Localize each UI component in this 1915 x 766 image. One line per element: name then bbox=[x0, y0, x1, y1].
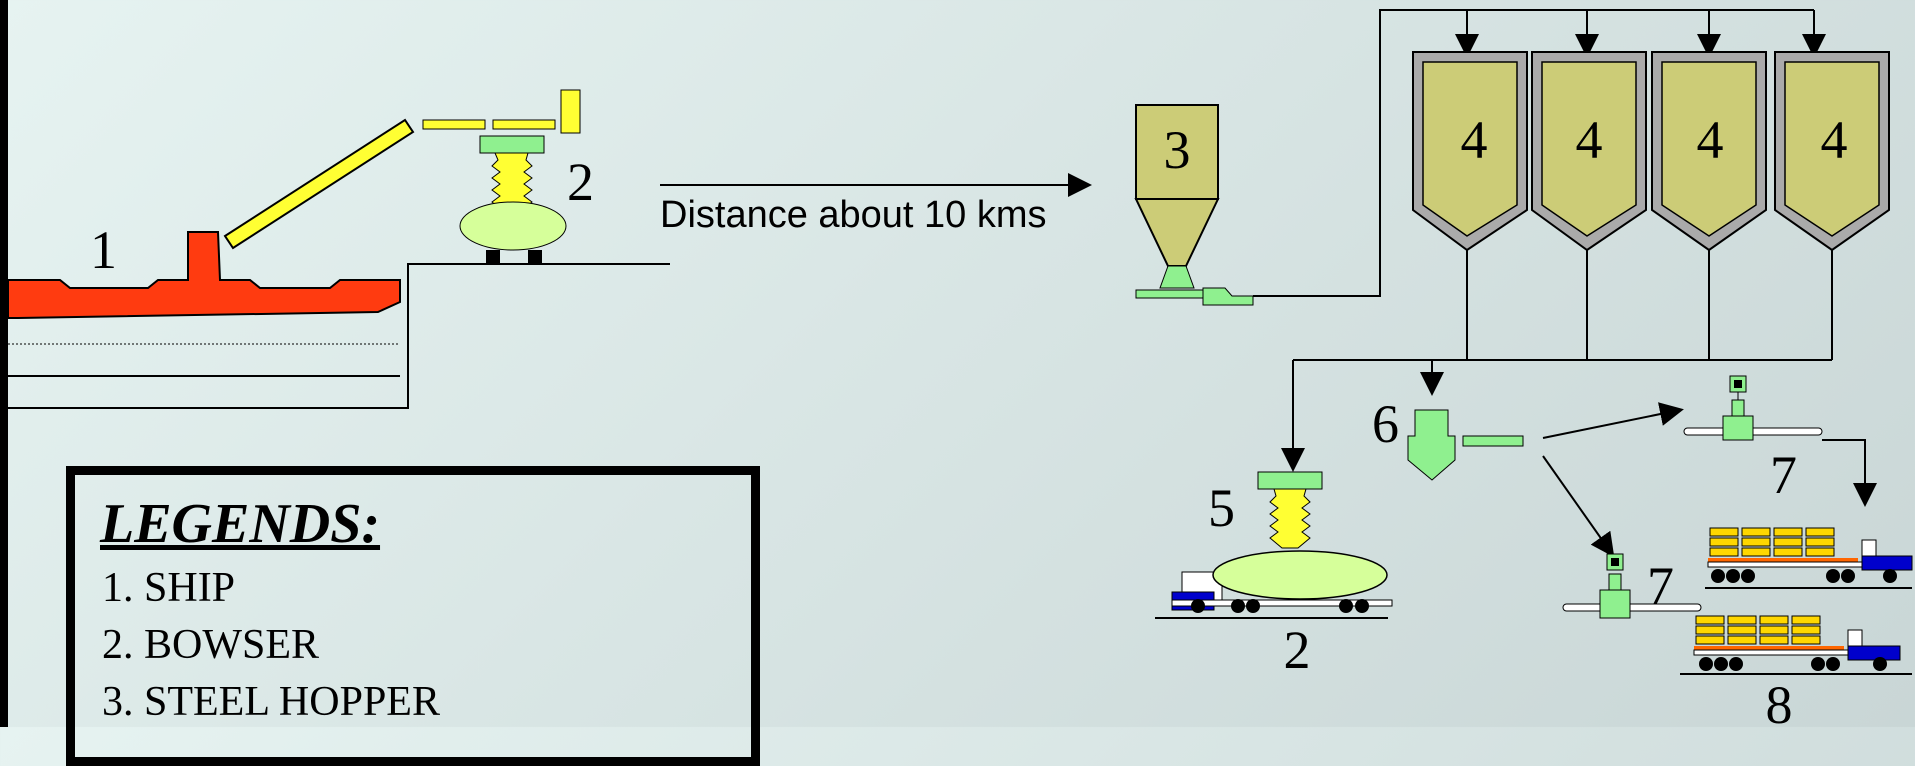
conveyor-bottom bbox=[1562, 553, 1702, 619]
route-arrow-bottom bbox=[1542, 455, 1615, 558]
feed-pipe bbox=[1253, 9, 1814, 297]
bowser-wheel bbox=[486, 250, 500, 264]
bowser-tank bbox=[459, 201, 567, 251]
label-silo-4: 4 bbox=[1821, 110, 1848, 170]
truck-top bbox=[1705, 527, 1913, 589]
chute-end bbox=[560, 89, 581, 134]
label-conveyor-bottom: 7 bbox=[1647, 556, 1674, 616]
bowser-bottom bbox=[1155, 471, 1393, 619]
hopper-pump bbox=[1202, 287, 1254, 306]
legend-item-bowser: 2. BOWSER bbox=[102, 622, 320, 668]
legend-item-steel-hopper: 3. STEEL HOPPER bbox=[102, 679, 440, 725]
label-ship: 1 bbox=[90, 220, 117, 280]
hopper-feeder bbox=[1135, 289, 1206, 299]
label-conveyor-top: 7 bbox=[1770, 445, 1797, 505]
label-bowser-top: 2 bbox=[567, 152, 594, 212]
legend-title: LEGENDS: bbox=[100, 493, 381, 555]
left-edge-bar bbox=[0, 0, 8, 727]
ship-hull bbox=[7, 231, 401, 319]
label-trucks: 8 bbox=[1766, 675, 1793, 727]
label-silo-1: 4 bbox=[1461, 110, 1488, 170]
label-steel-hopper: 3 bbox=[1164, 120, 1191, 180]
ship-boom bbox=[223, 118, 415, 250]
hopper-cone bbox=[1134, 198, 1220, 267]
label-loader: 5 bbox=[1208, 478, 1235, 538]
process-diagram: 1 2 3 4 4 4 4 5 6 7 7 2 8 bbox=[7, 9, 1913, 727]
label-bowser-bottom: 2 bbox=[1284, 620, 1311, 680]
silo bbox=[1531, 51, 1647, 252]
label-silo-3: 4 bbox=[1697, 110, 1724, 170]
silo bbox=[1774, 51, 1890, 252]
label-silo-2: 4 bbox=[1576, 110, 1603, 170]
silo bbox=[1651, 51, 1767, 252]
distance-label: Distance about 10 kms bbox=[660, 194, 1047, 236]
hopper-outlet bbox=[1159, 265, 1195, 289]
silo bbox=[1412, 51, 1528, 252]
truck-bottom bbox=[1680, 615, 1912, 675]
truck-feed-arrow bbox=[1822, 439, 1877, 507]
discharge-pipes bbox=[1293, 250, 1833, 361]
loader-head bbox=[479, 135, 545, 154]
bowser-wheel bbox=[528, 250, 542, 264]
legend-item-ship: 1. SHIP bbox=[102, 565, 236, 611]
label-bagging-unit: 6 bbox=[1372, 394, 1399, 454]
bagging-unit bbox=[1407, 409, 1524, 481]
chute-segment bbox=[422, 119, 486, 130]
steel-hopper bbox=[1134, 104, 1254, 306]
conveyor-top bbox=[1683, 375, 1823, 441]
route-arrow-top bbox=[1542, 402, 1684, 439]
chute-segment bbox=[492, 119, 556, 130]
bowser-top bbox=[422, 89, 581, 264]
